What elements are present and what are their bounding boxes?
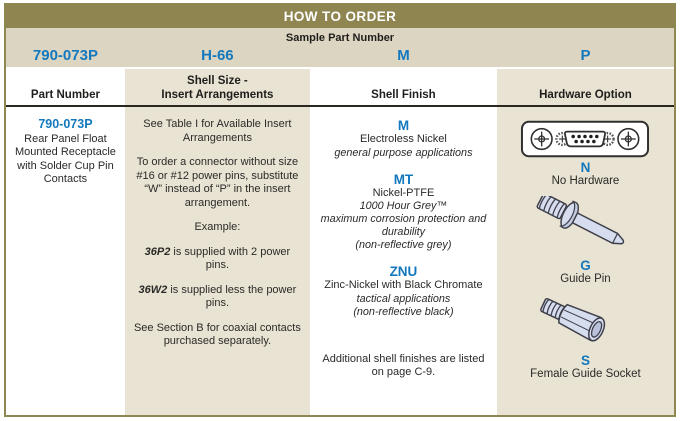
hardware-label-g: Guide Pin — [560, 272, 611, 285]
finish-code-znu: ZNU — [389, 264, 418, 279]
finish-note-mt-3: (non-reflective grey) — [355, 239, 452, 251]
finish-note-mt-2: maximum corrosion protection and durabil… — [320, 213, 487, 238]
sample-part-number-label: Sample Part Number — [285, 32, 395, 44]
sample-code-shell-finish: M — [397, 47, 410, 64]
part-number-cell: 790-073P Rear Panel Float Mounted Recept… — [6, 107, 125, 415]
sample-code-row: 790-073P H-66 M P — [6, 45, 674, 67]
hardware-code-n: N — [580, 160, 591, 175]
finish-footnote: Additional shell finishes are listed on … — [322, 352, 485, 379]
table-title-bar: HOW TO ORDER — [6, 5, 674, 28]
finish-note-znu-1: tactical applications — [356, 292, 451, 305]
shell-size-example-w: 36W2 is supplied less the power pins. — [133, 284, 302, 311]
hardware-label-s: Female Guide Socket — [530, 368, 641, 380]
hardware-code-g: G — [580, 257, 591, 273]
finish-name-mt: Nickel-PTFE — [372, 186, 435, 199]
column-header-part-number-label: Part Number — [30, 88, 100, 101]
shell-size-example-label: Example: — [194, 221, 241, 233]
part-number-description: Rear Panel Float Mounted Receptacle with… — [14, 132, 116, 186]
shell-size-note-1: See Table I for Available Insert Arrange… — [143, 118, 292, 144]
shell-size-example-p: 36P2 is supplied with 2 power pins. — [133, 246, 302, 273]
sample-code-part-number: 790-073P — [32, 47, 98, 64]
sample-code-shell-size: H-66 — [201, 47, 234, 64]
shell-size-note-3: See Section B for coaxial contacts purch… — [133, 321, 301, 348]
column-header-shell-size: Shell Size - Insert Arrangements — [124, 69, 310, 105]
column-header-shell-size-line1: Shell Size - — [187, 75, 248, 87]
hardware-code-s: S — [580, 353, 590, 368]
example-text-36w2: is supplied less the power pins. — [167, 283, 297, 310]
shell-size-note-2: To order a connector without size #16 or… — [136, 156, 299, 209]
finish-code-m: M — [397, 118, 410, 133]
column-header-row: Part Number Shell Size - Insert Arrangem… — [6, 67, 674, 107]
finish-code-mt: MT — [393, 171, 414, 187]
hardware-option-n: N No Hardware — [505, 118, 666, 189]
sample-code-hardware: P — [580, 47, 591, 64]
column-header-part-number: Part Number — [6, 69, 125, 105]
finish-note-mt-1: 1000 Hour Grey™ — [359, 200, 448, 212]
part-number-code: 790-073P — [38, 117, 93, 131]
female-guide-socket-icon — [533, 293, 637, 353]
table-title: HOW TO ORDER — [283, 9, 397, 24]
how-to-order-table: HOW TO ORDER Sample Part Number 790-073P… — [4, 3, 676, 417]
finish-name-m: Electroless Nickel — [360, 133, 447, 145]
column-header-hardware-option: Hardware Option — [496, 69, 674, 105]
sample-part-number-section: Sample Part Number 790-073P H-66 M P — [6, 28, 674, 67]
finish-option-m: M Electroless Nickel general purpose app… — [318, 118, 489, 160]
hardware-option-s: S Female Guide Socket — [505, 293, 666, 382]
hardware-label-n: No Hardware — [551, 175, 620, 187]
column-header-shell-finish: Shell Finish — [309, 69, 497, 105]
finish-option-znu: ZNU Zinc-Nickel with Black Chromate tact… — [318, 264, 489, 319]
example-code-36w2: 36W2 — [138, 283, 168, 296]
finish-note-m-1: general purpose applications — [334, 146, 473, 159]
table-body-row: 790-073P Rear Panel Float Mounted Recept… — [6, 107, 674, 415]
shell-size-cell: See Table I for Available Insert Arrange… — [124, 107, 310, 415]
hardware-option-cell: N No Hardware — [496, 107, 674, 415]
finish-note-znu-2: (non-reflective black) — [353, 305, 454, 318]
connector-face-icon — [520, 118, 650, 160]
finish-option-mt: MT Nickel-PTFE 1000 Hour Grey™ maximum c… — [318, 172, 489, 253]
example-text-36p2: is supplied with 2 power pins. — [170, 245, 291, 272]
column-header-shell-finish-label: Shell Finish — [371, 88, 436, 101]
hardware-option-g: G Guide Pin — [505, 192, 666, 287]
column-header-hardware-option-label: Hardware Option — [539, 88, 632, 101]
guide-pin-icon — [533, 192, 637, 258]
shell-finish-cell: M Electroless Nickel general purpose app… — [309, 107, 497, 415]
column-header-shell-size-line2: Insert Arrangements — [161, 88, 274, 101]
finish-name-znu: Zinc-Nickel with Black Chromate — [324, 279, 483, 291]
example-code-36p2: 36P2 — [144, 245, 171, 258]
